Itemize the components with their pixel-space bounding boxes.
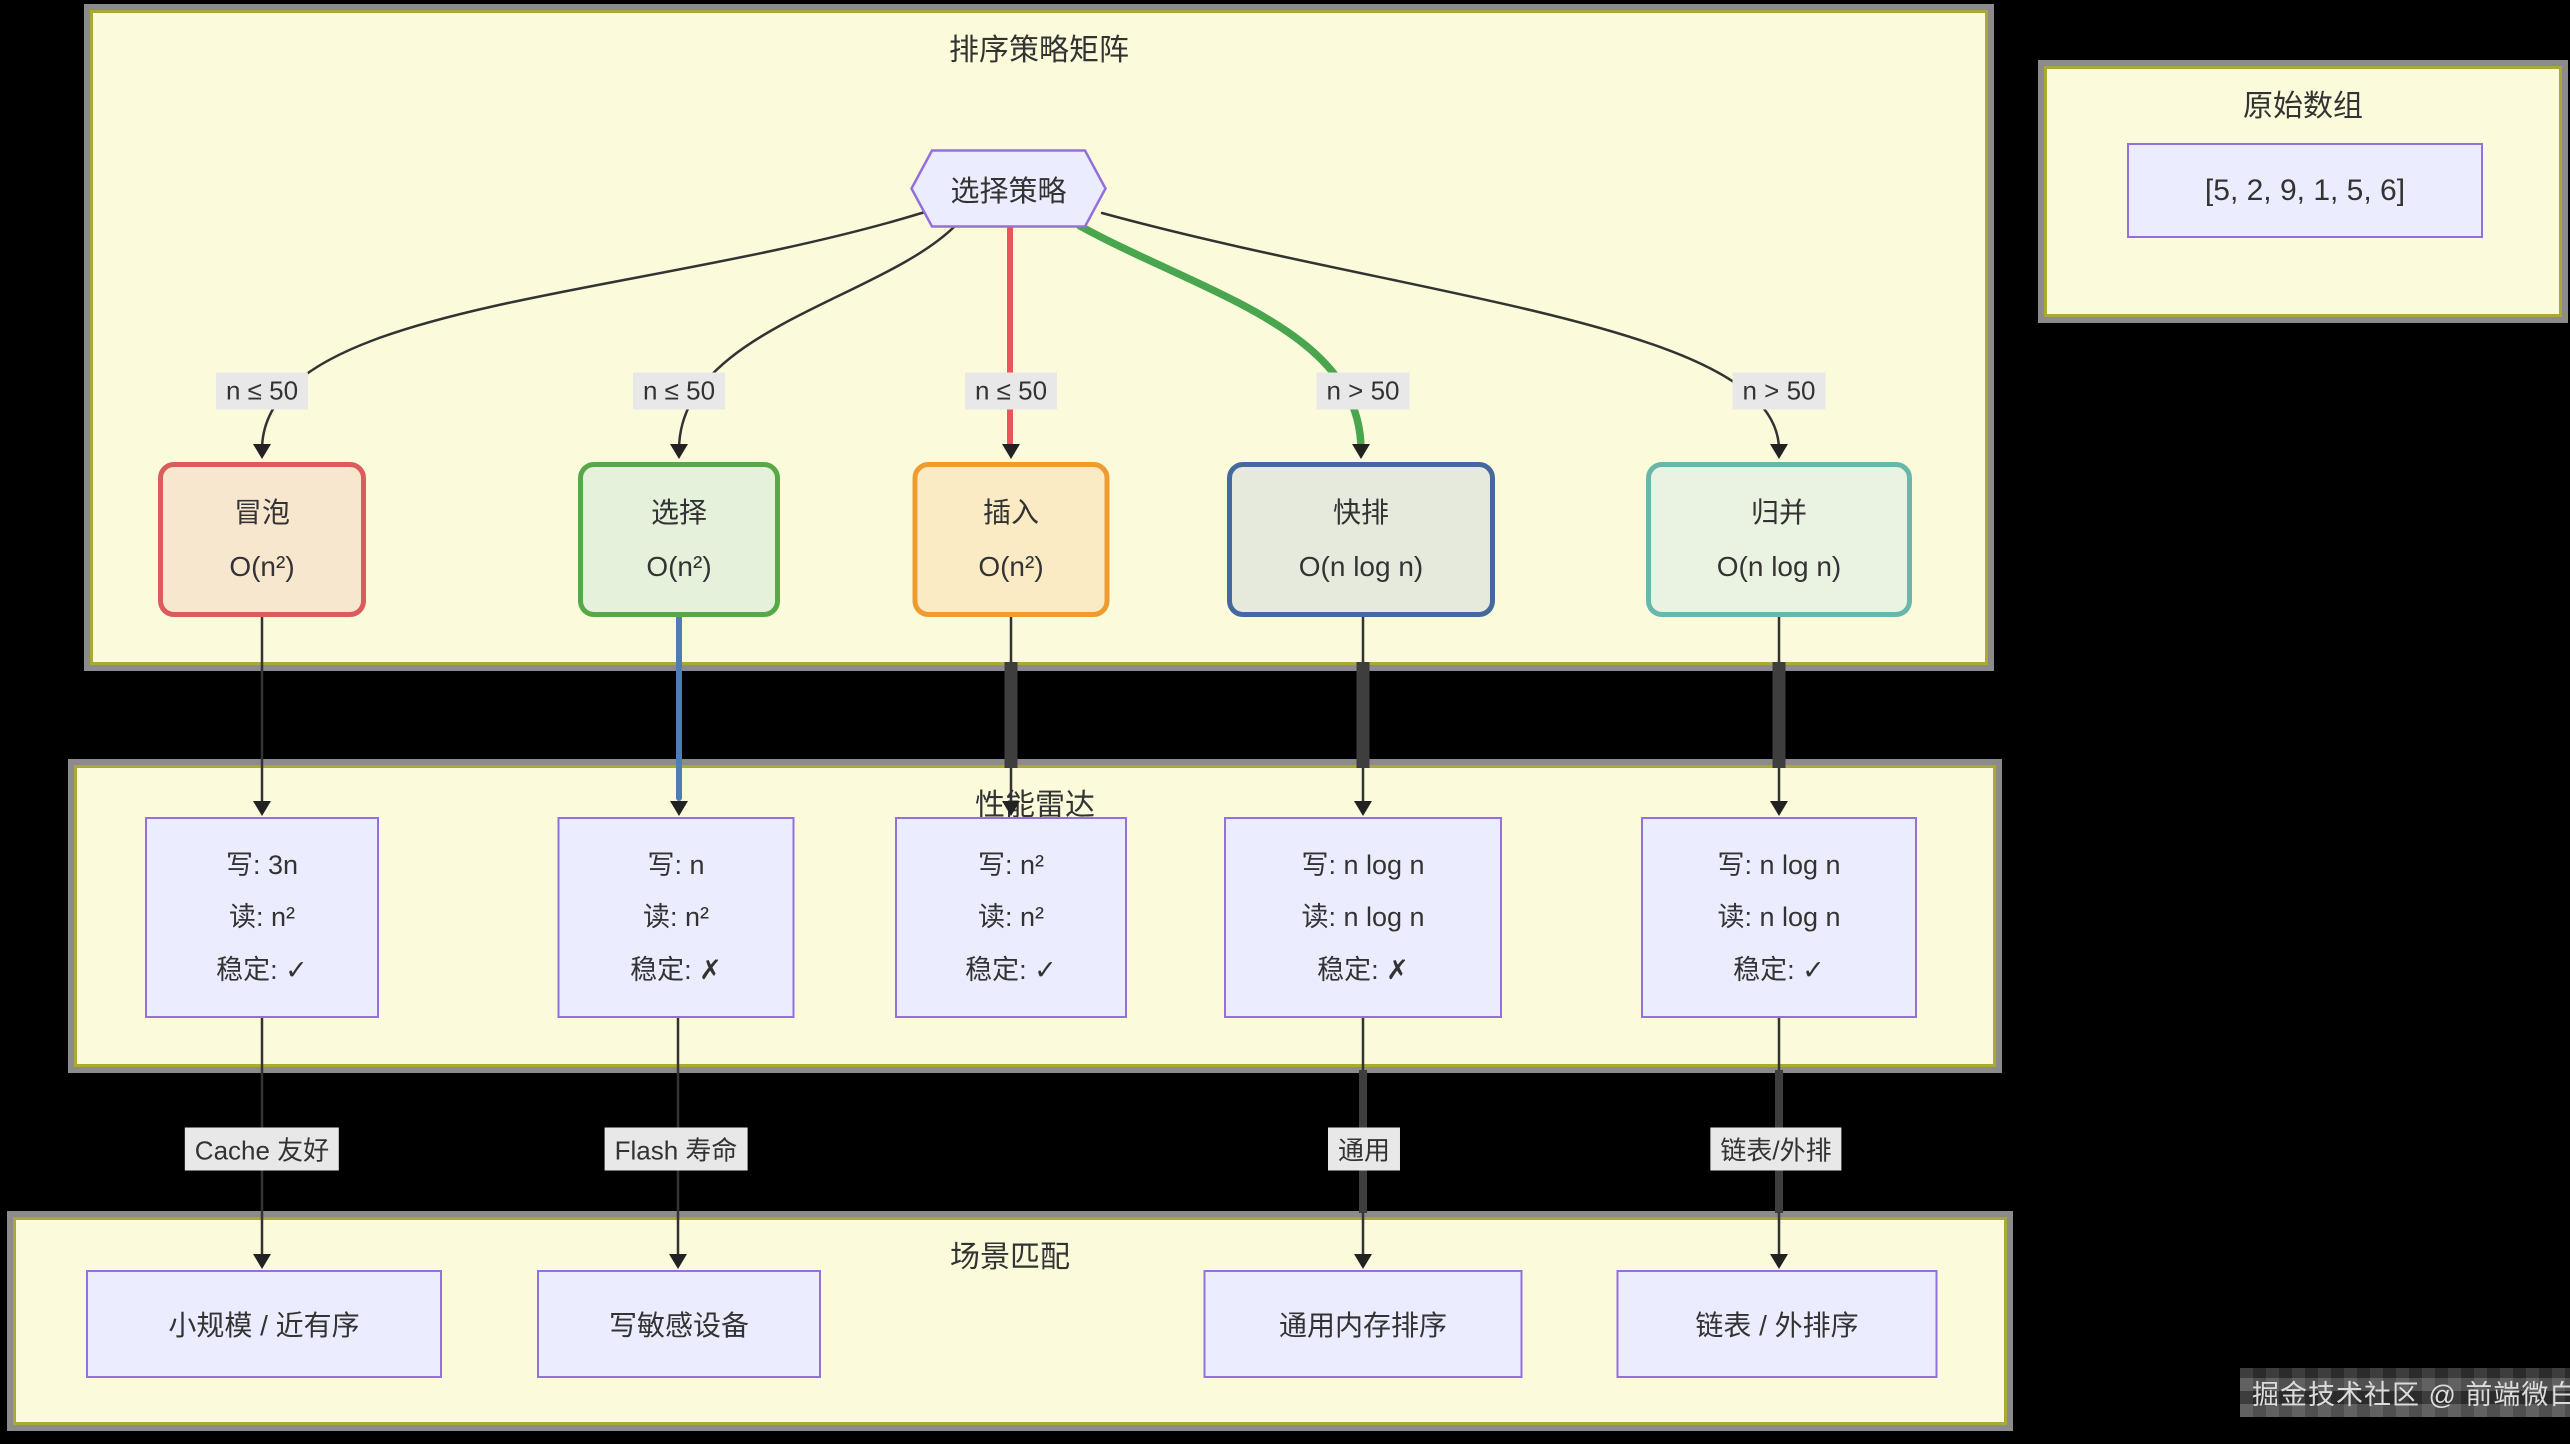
container-performance-radar-title: 性能雷达 xyxy=(975,789,1095,822)
arrowhead xyxy=(669,1254,687,1269)
node-bubble-sort: 冒泡 O(n²) xyxy=(158,462,366,617)
perf-line: 稳定: ✓ xyxy=(965,954,1057,985)
edge-label-cache-friendly: Cache 友好 xyxy=(184,1127,340,1171)
scene-label: 通用内存排序 xyxy=(1278,1310,1447,1341)
original-array-value-text: [5, 2, 9, 1, 5, 6] xyxy=(2204,173,2406,207)
edge-label-n-le-50-3: n ≤ 50 xyxy=(964,372,1058,410)
arrowhead xyxy=(1002,801,1020,816)
arrowhead xyxy=(670,801,688,816)
decision-hexagon-label: 选择策略 xyxy=(950,175,1067,208)
decision-hexagon: 选择策略 xyxy=(910,149,1107,228)
arrowhead xyxy=(1770,444,1788,459)
perf-line: 写: 3n xyxy=(225,849,299,880)
perf-line: 稳定: ✓ xyxy=(216,954,308,985)
node-selection-sort-complexity: O(n²) xyxy=(646,550,712,582)
edge-hex-to-selection xyxy=(677,224,957,452)
edge-hex-to-merge xyxy=(1100,211,1781,452)
edge-label-flash-lifespan: Flash 寿命 xyxy=(604,1127,748,1171)
arrowhead xyxy=(253,801,271,816)
arrowhead xyxy=(670,444,688,459)
edge-hex-to-bubble xyxy=(260,210,927,452)
node-quick-sort-name: 快排 xyxy=(1332,497,1389,529)
perf-line: 写: n² xyxy=(977,849,1044,880)
scene-label: 链表 / 外排序 xyxy=(1695,1310,1859,1341)
perf-line: 读: n log n xyxy=(1301,902,1425,933)
edge-label-n-gt-50-1: n > 50 xyxy=(1316,372,1410,410)
node-original-array-value: [5, 2, 9, 1, 5, 6] xyxy=(2127,143,2483,238)
node-perf-merge: 写: n log n 读: n log n 稳定: ✓ xyxy=(1641,817,1917,1018)
node-perf-selection: 写: n 读: n² 稳定: ✗ xyxy=(557,817,795,1018)
edge-label-general: 通用 xyxy=(1327,1127,1401,1171)
decision-hexagon-shape xyxy=(910,149,1107,228)
arrowhead xyxy=(1002,444,1020,459)
container-sort-strategy-matrix-title: 排序策略矩阵 xyxy=(949,34,1129,67)
node-bubble-sort-name: 冒泡 xyxy=(233,497,290,529)
perf-line: 读: n² xyxy=(642,902,709,933)
perf-line: 读: n² xyxy=(228,902,295,933)
node-perf-bubble: 写: 3n 读: n² 稳定: ✓ xyxy=(145,817,379,1018)
node-quick-sort: 快排 O(n log n) xyxy=(1227,462,1495,617)
node-scene-general-memory: 通用内存排序 xyxy=(1203,1270,1523,1378)
edge-label-n-le-50-1: n ≤ 50 xyxy=(215,372,309,410)
edge-label-linked-list-external: 链表/外排 xyxy=(1710,1127,1842,1171)
arrowhead xyxy=(1354,1254,1372,1269)
perf-line: 写: n log n xyxy=(1717,849,1841,880)
container-original-array-title: 原始数组 xyxy=(2243,90,2363,123)
arrowhead xyxy=(1770,801,1788,816)
watermark-text: 掘金技术社区 @ 前端微白 xyxy=(2240,1368,2570,1417)
node-perf-insertion: 写: n² 读: n² 稳定: ✓ xyxy=(895,817,1127,1018)
node-scene-write-sensitive: 写敏感设备 xyxy=(537,1270,821,1378)
node-bubble-sort-complexity: O(n²) xyxy=(229,550,295,582)
arrowhead xyxy=(1770,1254,1788,1269)
edge-hex-to-quick xyxy=(1076,222,1365,454)
perf-line: 稳定: ✗ xyxy=(1317,954,1409,985)
node-scene-small-scale: 小规模 / 近有序 xyxy=(86,1270,442,1378)
arrowhead xyxy=(253,1254,271,1269)
node-merge-sort: 归并 O(n log n) xyxy=(1646,462,1912,617)
perf-line: 写: n log n xyxy=(1301,849,1425,880)
perf-line: 读: n² xyxy=(977,902,1044,933)
perf-line: 稳定: ✓ xyxy=(1733,954,1825,985)
container-scene-matching-title: 场景匹配 xyxy=(950,1241,1070,1274)
node-perf-quick: 写: n log n 读: n log n 稳定: ✗ xyxy=(1224,817,1502,1018)
scene-label: 小规模 / 近有序 xyxy=(168,1310,360,1341)
perf-line: 读: n log n xyxy=(1717,902,1841,933)
node-quick-sort-complexity: O(n log n) xyxy=(1298,550,1424,582)
node-insertion-sort-name: 插入 xyxy=(982,497,1039,529)
edge-label-n-le-50-2: n ≤ 50 xyxy=(632,372,726,410)
scene-label: 写敏感设备 xyxy=(608,1310,749,1341)
arrowhead xyxy=(1352,444,1370,459)
node-selection-sort: 选择 O(n²) xyxy=(578,462,780,617)
perf-line: 稳定: ✗ xyxy=(630,954,722,985)
node-merge-sort-name: 归并 xyxy=(1750,497,1807,529)
arrowhead xyxy=(1354,801,1372,816)
edge-label-n-gt-50-2: n > 50 xyxy=(1732,372,1826,410)
perf-line: 写: n xyxy=(647,849,705,880)
node-merge-sort-complexity: O(n log n) xyxy=(1716,550,1842,582)
arrowhead xyxy=(253,444,271,459)
node-scene-linked-external: 链表 / 外排序 xyxy=(1616,1270,1938,1378)
node-selection-sort-name: 选择 xyxy=(650,497,707,529)
node-insertion-sort: 插入 O(n²) xyxy=(912,462,1110,617)
node-insertion-sort-complexity: O(n²) xyxy=(978,550,1044,582)
